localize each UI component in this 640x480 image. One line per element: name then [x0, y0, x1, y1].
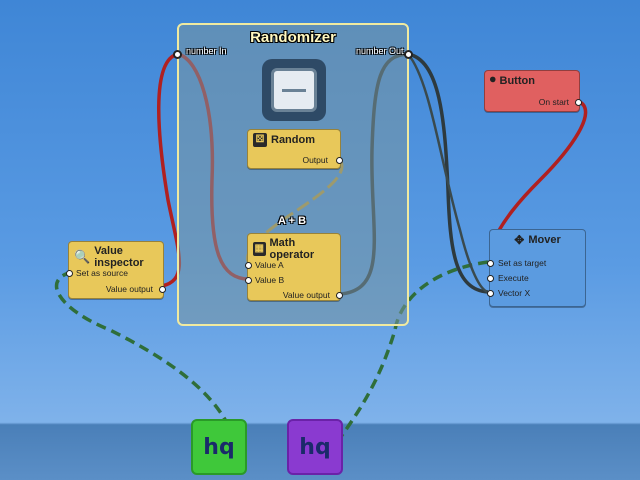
mover-node[interactable]: ✥Mover Set as target Execute Vector X [487, 229, 586, 307]
mover-title: Mover [528, 234, 561, 246]
button-node[interactable]: ⏺Button On start [484, 70, 582, 112]
value-b-label: Value B [255, 275, 285, 285]
wire-output-to-mover [407, 52, 489, 294]
vector-x-port[interactable] [487, 290, 494, 297]
wire-output-to-vector [407, 53, 489, 294]
inspector-value-output-label: Value output [105, 284, 153, 294]
value-a-label: Value A [255, 260, 284, 270]
button-title: Button [499, 74, 535, 87]
number-in-port[interactable] [173, 50, 182, 59]
execute-label: Execute [498, 273, 529, 283]
purple-cube-glyph: hq [299, 434, 331, 460]
operator-symbol: A + B [278, 215, 307, 227]
group-title: Randomizer [250, 29, 336, 46]
value-a-port[interactable] [245, 262, 252, 269]
inspector-title: Value inspector [94, 245, 144, 269]
dice-icon: ⚄ [253, 133, 267, 147]
purple-cube[interactable]: hq [287, 419, 343, 475]
value-inspector-node[interactable]: 🔍Value inspector Set as source Value out… [66, 241, 166, 299]
random-output-port[interactable] [336, 157, 343, 164]
math-title: Math operator [269, 237, 315, 261]
vector-x-label: Vector X [498, 288, 531, 298]
randomizer-app-icon [262, 59, 326, 121]
random-output-label: Output [302, 155, 328, 165]
number-out-port[interactable] [404, 50, 413, 59]
wire-button-to-mover [496, 99, 588, 233]
math-value-output-label: Value output [282, 290, 330, 300]
green-cube-glyph: hq [203, 434, 235, 460]
move-arrows-icon: ✥ [514, 233, 525, 247]
value-b-port[interactable] [245, 277, 252, 284]
random-node[interactable]: ⚄ Random Output [247, 129, 343, 169]
calculator-icon: ▦ [253, 242, 266, 256]
execute-port[interactable] [487, 275, 494, 282]
inspector-value-output-port[interactable] [159, 286, 166, 293]
set-as-target-label: Set as target [498, 258, 547, 268]
set-as-target-port[interactable] [487, 260, 494, 267]
number-in-label: number In [186, 46, 227, 56]
number-out-label: number Out [356, 46, 404, 56]
push-button-icon: ⏺ [490, 74, 496, 86]
wire-inspector-to-green-cube [54, 270, 230, 426]
wire-mover-to-purple-cube [338, 260, 489, 440]
set-as-source-label: Set as source [76, 268, 128, 278]
on-start-label: On start [538, 97, 569, 107]
random-title: Random [271, 134, 315, 146]
math-value-output-port[interactable] [336, 292, 343, 299]
math-operator-node[interactable]: ▦Math operator Value A Value B Value out… [245, 233, 343, 301]
magnifier-icon: 🔍 [74, 249, 91, 264]
set-as-source-port[interactable] [66, 270, 73, 277]
green-cube[interactable]: hq [191, 419, 247, 475]
on-start-port[interactable] [575, 99, 582, 106]
